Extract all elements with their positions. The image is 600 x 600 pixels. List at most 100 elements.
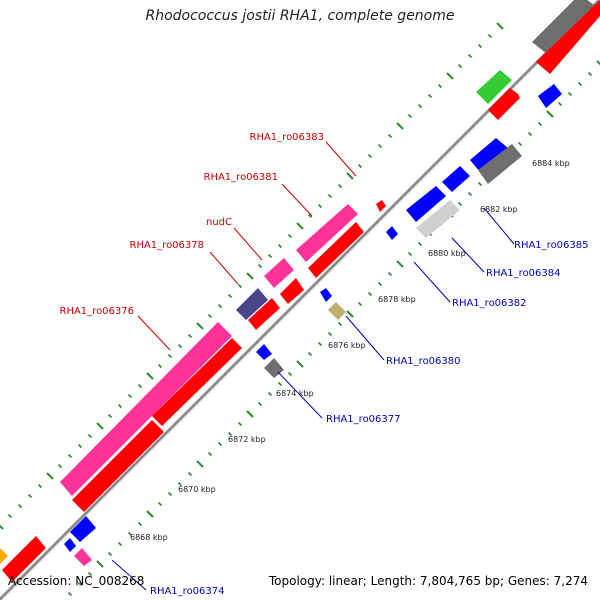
scale-dot (167, 353, 173, 359)
scale-dot (557, 101, 563, 107)
gene-label-reverse[interactable]: RHA1_ro06380 (386, 356, 461, 367)
scale-dot (337, 321, 343, 327)
scale-dot (87, 571, 93, 577)
scale-dot (367, 153, 373, 159)
gene-feature-forward[interactable] (476, 70, 512, 104)
gene-feature-reverse[interactable] (406, 186, 446, 222)
scale-dot (317, 341, 323, 347)
genome-title: Rhodococcus jostii RHA1, complete genome (145, 8, 455, 24)
gene-feature-forward[interactable] (0, 548, 8, 564)
scale-dot (377, 143, 383, 149)
gene-feature-forward[interactable] (532, 0, 600, 58)
scale-tick-label: 6868 kbp (130, 533, 168, 542)
leader-line (233, 227, 263, 261)
scale-dot (267, 391, 273, 397)
gene-feature-reverse[interactable] (470, 138, 508, 172)
scale-dot (137, 383, 143, 389)
scale-dot (487, 33, 493, 39)
gene-label-forward[interactable]: nudC (206, 217, 232, 228)
gene-feature-forward[interactable] (248, 298, 280, 330)
gene-feature-forward[interactable] (308, 222, 364, 278)
scale-tick-label: 6876 kbp (328, 341, 366, 350)
outer-scale-dotted-line (0, 22, 504, 530)
gene-label-forward[interactable]: RHA1_ro06383 (250, 132, 325, 143)
scale-dot (7, 513, 13, 519)
gene-label-reverse[interactable]: RHA1_ro06384 (486, 268, 561, 279)
gene-feature-forward[interactable] (280, 278, 304, 304)
scale-dot (67, 591, 73, 597)
scale-dot (67, 453, 73, 459)
gene-label-reverse[interactable]: RHA1_ro06385 (514, 240, 589, 251)
scale-tick-major (96, 560, 104, 568)
scale-dot (37, 483, 43, 489)
gene-feature-forward[interactable] (488, 88, 520, 120)
scale-dot (177, 343, 183, 349)
scale-dot (477, 43, 483, 49)
gene-label-forward[interactable]: RHA1_ro06378 (130, 240, 205, 251)
scale-tick-label: 6882 kbp (480, 205, 518, 214)
gene-label-reverse[interactable]: RHA1_ro06374 (150, 586, 225, 597)
gene-feature-reverse[interactable] (74, 548, 92, 566)
scale-dot (457, 201, 463, 207)
gene-feature-forward[interactable] (72, 420, 164, 512)
gene-feature-forward[interactable] (376, 200, 386, 212)
gene-label-reverse[interactable]: RHA1_ro06377 (326, 414, 401, 425)
scale-tick-major (96, 422, 104, 430)
scale-dot (287, 371, 293, 377)
gene-feature-forward[interactable] (152, 338, 242, 426)
scale-tick-major (596, 60, 600, 66)
scale-dot (457, 63, 463, 69)
gene-feature-forward[interactable] (536, 0, 600, 74)
scale-tick-major (0, 524, 4, 530)
scale-tick-major (246, 410, 254, 418)
scale-dot (227, 293, 233, 299)
gene-feature-forward[interactable] (236, 288, 268, 320)
scale-dot (317, 203, 323, 209)
scale-dot (167, 491, 173, 497)
scale-tick-major (296, 222, 304, 230)
gene-feature-reverse[interactable] (70, 516, 96, 542)
scale-dot (587, 71, 593, 77)
scale-tick-label: 6872 kbp (228, 435, 266, 444)
scale-tick-major (396, 122, 404, 130)
scale-tick-major (496, 22, 504, 30)
gene-feature-reverse[interactable] (478, 144, 522, 184)
accession-text: Accession: NC_008268 (8, 574, 145, 588)
gene-feature-forward[interactable] (296, 204, 358, 262)
gene-label-forward[interactable]: RHA1_ro06381 (204, 172, 279, 183)
scale-tick-major (346, 172, 354, 180)
scale-dot (217, 441, 223, 447)
scale-dot (517, 141, 523, 147)
gene-feature-reverse[interactable] (416, 200, 460, 238)
gene-feature-reverse[interactable] (64, 538, 76, 552)
scale-dot (277, 243, 283, 249)
scale-tick-label: 6880 kbp (428, 249, 466, 258)
gene-feature-forward[interactable] (60, 322, 232, 496)
scale-dot (327, 331, 333, 337)
scale-dot (117, 403, 123, 409)
scale-dot (27, 493, 33, 499)
gene-feature-forward[interactable] (264, 258, 294, 288)
feature-leader-lines (111, 141, 515, 591)
leader-line (137, 315, 171, 351)
gene-feature-reverse[interactable] (538, 84, 562, 108)
scale-dot (427, 93, 433, 99)
gene-feature-reverse[interactable] (328, 302, 346, 320)
scale-tick-major (396, 260, 404, 268)
leader-line (325, 141, 357, 177)
gene-label-reverse[interactable]: RHA1_ro06382 (452, 298, 527, 309)
scale-dot (437, 83, 443, 89)
gene-feature-reverse[interactable] (256, 344, 272, 360)
gene-feature-reverse[interactable] (320, 288, 332, 302)
gene-label-forward[interactable]: RHA1_ro06376 (60, 306, 135, 317)
scale-dot (407, 113, 413, 119)
leader-line (413, 261, 451, 303)
genome-stats-text: Topology: linear; Length: 7,804,765 bp; … (268, 574, 588, 588)
leader-line (345, 315, 385, 361)
gene-feature-forward[interactable] (2, 536, 46, 582)
gene-feature-reverse[interactable] (442, 166, 470, 192)
gene-feature-reverse[interactable] (386, 226, 398, 240)
scale-dot (337, 183, 343, 189)
